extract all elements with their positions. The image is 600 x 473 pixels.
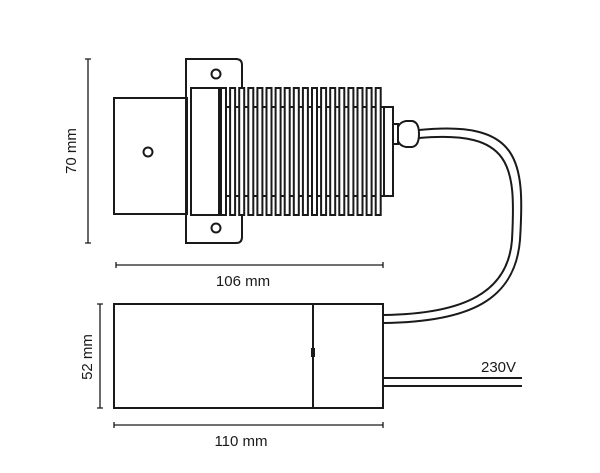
heatsink-fin — [347, 87, 355, 216]
mount-hole-bottom — [210, 222, 222, 234]
heatsink-fin — [320, 87, 328, 216]
supply-voltage-label: 230V — [481, 359, 516, 376]
connecting-cable-inner — [382, 135, 514, 316]
mounting-flange — [185, 58, 243, 244]
heatsink-fin — [238, 87, 246, 216]
driver-height-label: 52 mm — [79, 334, 96, 380]
heatsink-fin — [329, 87, 337, 216]
housing-hole — [142, 146, 154, 158]
heatsink-fin — [338, 87, 346, 216]
dimension-lamp-height: 70 mm — [63, 58, 91, 244]
heatsink-fin — [274, 87, 282, 216]
rear-cap — [383, 106, 394, 197]
heatsink-fin — [374, 87, 382, 216]
heatsink-fin — [283, 87, 291, 216]
heatsink-fin — [301, 87, 309, 216]
heatsink-fin — [256, 87, 264, 216]
heatsink-fin — [356, 87, 364, 216]
lamp-height-label: 70 mm — [63, 128, 80, 174]
connecting-cable-outer — [382, 127, 523, 324]
heatsink-fin — [247, 87, 255, 216]
heatsink-fin — [365, 87, 373, 216]
driver-length-label: 110 mm — [214, 433, 267, 450]
heatsink-fin — [229, 87, 237, 216]
heatsink-fin — [220, 87, 227, 216]
heatsink-fin — [265, 87, 273, 216]
lamp-length-label: 106 mm — [216, 273, 270, 290]
driver-unit: 230V — [113, 303, 522, 409]
heatsink-fins — [218, 87, 385, 216]
driver-notch — [311, 348, 315, 357]
heatsink-fin — [311, 87, 318, 216]
heatsink-fin — [292, 87, 300, 216]
dimension-driver-height: 52 mm — [79, 303, 103, 409]
flange-inner — [190, 87, 220, 216]
driver-box — [113, 303, 384, 409]
dimension-lamp-length: 106 mm — [115, 262, 384, 290]
cable-gland — [393, 120, 421, 148]
lamp-unit — [113, 58, 421, 244]
mount-hole-top — [210, 68, 222, 80]
dimension-driver-length: 110 mm — [113, 422, 384, 450]
